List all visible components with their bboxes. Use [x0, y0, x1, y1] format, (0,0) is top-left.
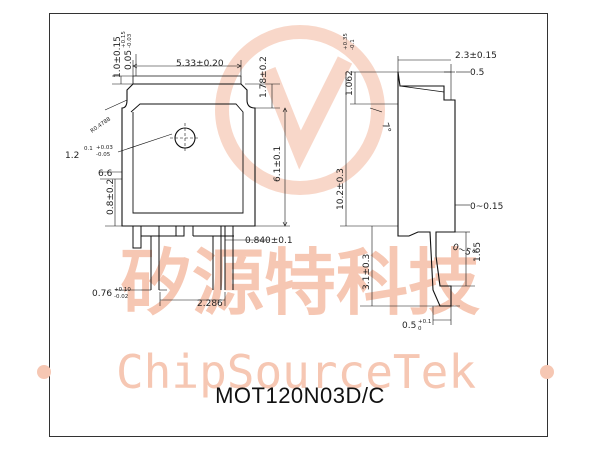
dim-standoff: 0~0.15: [470, 202, 503, 212]
watermark-logo: [215, 25, 385, 195]
dim-lead-thickness: 0.76: [92, 289, 112, 299]
dim-hole-dia: 1.2: [65, 151, 79, 161]
dim-top-step: 0.5: [470, 68, 484, 78]
dim-top-height-tol-lower: -0.1: [350, 39, 356, 50]
dim-foot-thickness: 0.5: [402, 321, 416, 331]
dim-tab-width: 1.0±0.15: [113, 36, 123, 78]
drawing-frame: [49, 13, 548, 437]
dim-lead-offset: 0.8±0.2: [106, 179, 116, 215]
dim-tab-offset-tol-upper: +0.15: [121, 31, 127, 48]
front-dim-lines: [100, 54, 290, 306]
watermark: 矽源特科技 ChipSourceTek: [37, 25, 554, 399]
side-view: [340, 56, 475, 325]
dim-body-height: 6.1±0.1: [273, 146, 283, 182]
dim-lead-thickness-tol-upper: +0.10: [114, 287, 131, 293]
dim-tab-height: 1.78±0.2: [259, 56, 269, 98]
dim-tab-offset: 0.05: [124, 50, 134, 70]
front-body-inner: [130, 103, 244, 214]
leads: [132, 225, 234, 290]
dim-hole-tol-lower: -0.05: [96, 152, 111, 158]
dim-body-width: 5.33±0.20: [176, 59, 224, 69]
dim-hole-tol-upper: +0.03: [96, 145, 113, 151]
part-number-title: MOT120N03D/C: [215, 383, 385, 408]
dim-lead-pitch: 2.286: [197, 299, 223, 309]
dim-corner-radius: R0.4788: [90, 116, 113, 134]
watermark-dot-right: [540, 365, 554, 379]
dim-foot-thickness-tol-lower: 0: [418, 326, 422, 332]
watermark-chinese: 矽源特科技: [120, 241, 480, 325]
dim-foot-thickness-tol-upper: +0.1: [418, 319, 431, 325]
dim-foot-length: 1.65: [473, 242, 483, 262]
dim-hole-depth: 0.1: [84, 146, 93, 152]
dim-width-left: 6.6: [98, 169, 113, 179]
dim-tab-offset-tol-lower: -0.03: [127, 33, 133, 48]
watermark-english: ChipSourceTek: [116, 345, 476, 399]
watermark-dot-left: [37, 365, 51, 379]
front-view: [100, 54, 290, 306]
dim-lead-width: 0.840±0.1: [245, 236, 293, 246]
dim-top-height-tol-upper: +0.35: [343, 33, 349, 50]
dim-lead-thickness-tol-lower: -0.02: [114, 294, 128, 300]
dim-top-height: 1.062: [345, 70, 355, 96]
dim-top-angle: 7°: [379, 122, 392, 135]
dim-thickness: 2.3±0.15: [455, 51, 497, 61]
dim-total-height: 10.2±0.3: [336, 168, 346, 210]
dim-foot-height: 3.1±0.3: [362, 254, 372, 290]
